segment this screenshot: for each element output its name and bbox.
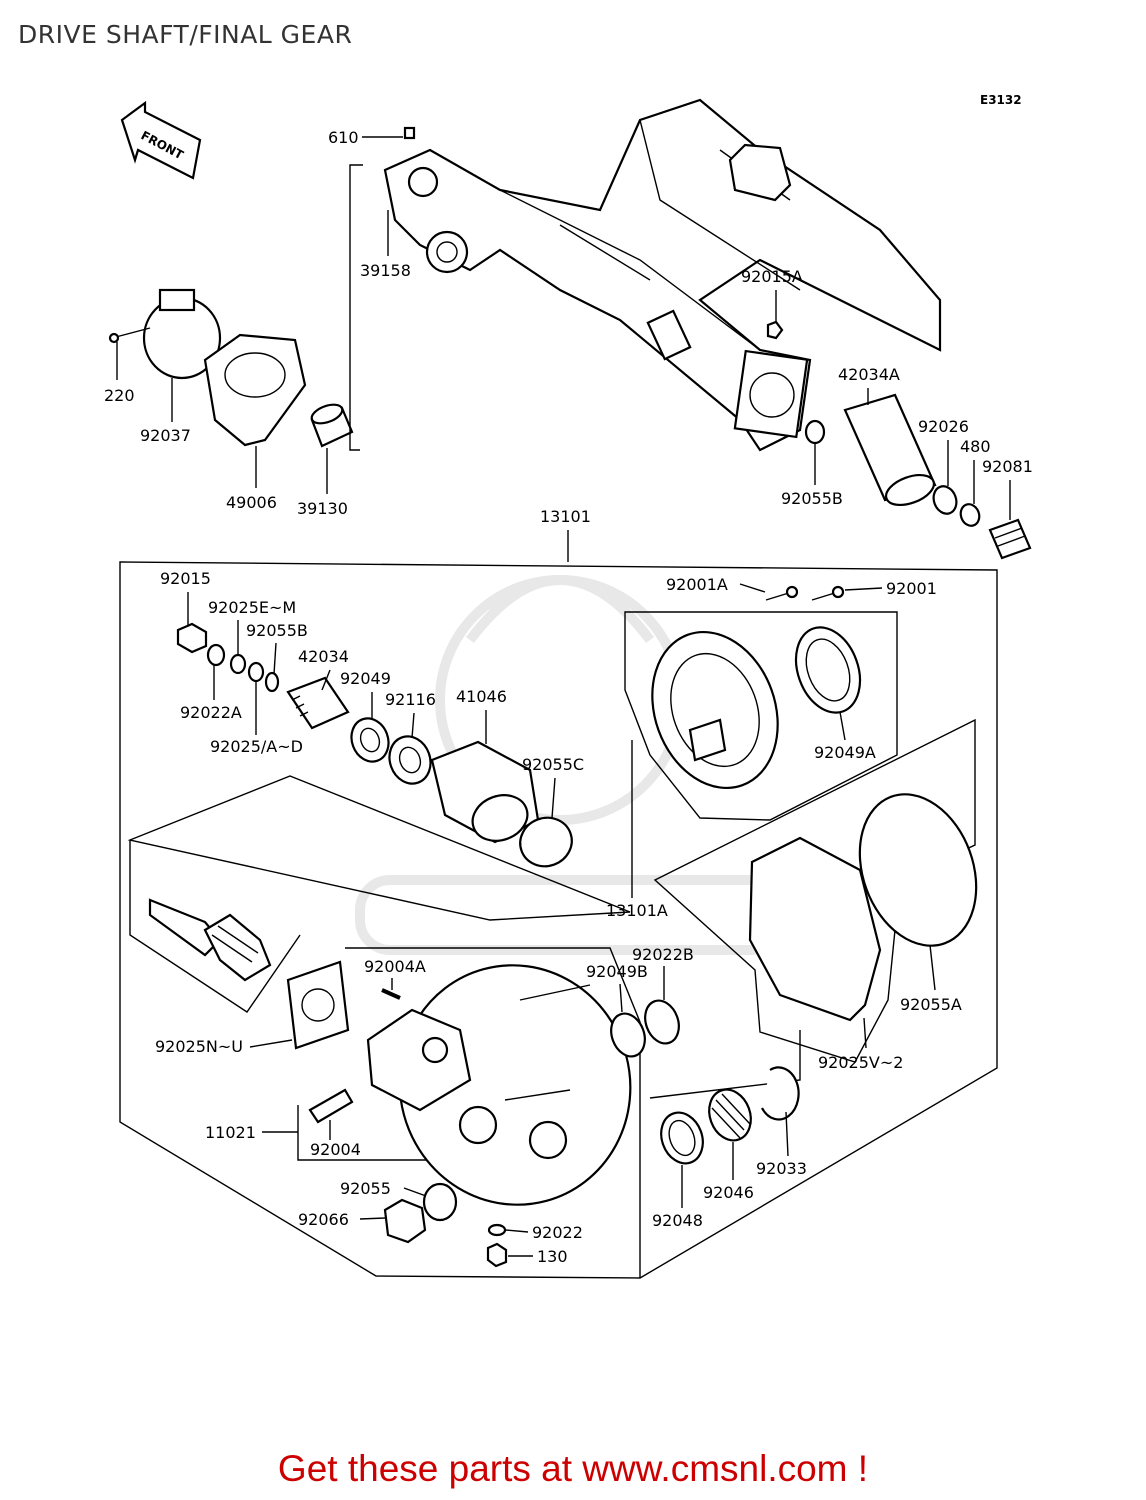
part-92081-spring	[988, 518, 1032, 560]
label-92081: 92081	[982, 457, 1033, 476]
case-box-left	[297, 1105, 460, 1161]
drive-pinion-shaft	[148, 898, 272, 982]
label-13101A: 13101A	[606, 901, 668, 920]
part-92046-needle-bearing	[708, 1088, 752, 1142]
part-480-ring	[959, 503, 981, 527]
pinion-box-outline	[127, 775, 631, 921]
label-92049B: 92049B	[586, 962, 648, 981]
part-92026-washer	[932, 485, 958, 515]
label-92001: 92001	[886, 579, 937, 598]
part-92033-circlip	[761, 1066, 800, 1121]
pinion-box-side	[129, 840, 301, 1013]
label-92001A: 92001A	[666, 575, 728, 594]
part-39130-bushing	[310, 403, 354, 448]
label-41046: 41046	[456, 687, 507, 706]
label-92025V2: 92025V~2	[818, 1053, 903, 1072]
part-92049A-oil-seal	[794, 626, 862, 714]
label-92033: 92033	[756, 1159, 807, 1178]
part-92015A-nut	[766, 320, 784, 340]
part-220-screw	[108, 327, 151, 344]
label-49006: 49006	[226, 493, 277, 512]
part-610-grease-nipple	[403, 126, 416, 140]
bearing-box	[649, 1030, 801, 1099]
part-92022B-shim	[644, 999, 680, 1045]
part-92116-bearing	[388, 735, 432, 785]
label-610: 610	[328, 128, 359, 147]
label-92055C: 92055C	[522, 755, 584, 774]
part-92049-oil-seal	[350, 717, 390, 763]
label-92022B: 92022B	[632, 945, 694, 964]
part-92025EM-shim	[229, 653, 247, 675]
part-130-bolt	[486, 1242, 508, 1268]
part-92022A-washer	[206, 643, 226, 667]
exploded-parts-diagram: E3132 FRONT	[104, 93, 1033, 1279]
page-title: DRIVE SHAFT/FINAL GEAR	[18, 20, 353, 49]
label-92022: 92022	[532, 1223, 583, 1242]
label-92025EM: 92025E~M	[208, 598, 296, 617]
part-92025V2-gasket	[748, 836, 882, 1022]
case-box-top	[345, 947, 641, 1278]
label-92037: 92037	[140, 426, 191, 445]
part-92037-boot-band	[142, 288, 222, 380]
part-92049B-oil-seal	[610, 1012, 646, 1058]
cover-box	[653, 718, 976, 1063]
label-92046: 92046	[703, 1183, 754, 1202]
promo-link-text[interactable]: Get these parts at www.cmsnl.com !	[277, 1448, 869, 1489]
label-92055B-upper: 92055B	[781, 489, 843, 508]
label-92066: 92066	[298, 1210, 349, 1229]
part-11021-gear-case	[366, 964, 632, 1206]
part-92055B-oring	[264, 671, 280, 693]
part-92055-oring	[422, 1182, 458, 1222]
label-92049A: 92049A	[814, 743, 876, 762]
part-42034-coupling	[286, 676, 350, 730]
label-92015: 92015	[160, 569, 211, 588]
swingarm-assembly	[383, 98, 942, 452]
part-92015-nut	[176, 622, 208, 654]
part-92004A-stud	[381, 988, 401, 1000]
label-42034A: 42034A	[838, 365, 900, 384]
label-92004A: 92004A	[364, 957, 426, 976]
label-92025NU: 92025N~U	[155, 1037, 243, 1056]
part-92048-bearing-race	[660, 1111, 704, 1165]
part-92055A-oring	[858, 793, 978, 947]
label-130: 130	[537, 1247, 568, 1266]
part-92001-bolt	[811, 585, 845, 601]
label-92049: 92049	[340, 669, 391, 688]
part-92004-stud	[308, 1088, 354, 1124]
label-39130: 39130	[297, 499, 348, 518]
part-92022-washer	[487, 1223, 507, 1237]
label-92025AD: 92025/A~D	[210, 737, 303, 756]
front-arrow-icon: FRONT	[120, 100, 202, 180]
label-92022A: 92022A	[180, 703, 242, 722]
part-92025NU-shim	[286, 960, 350, 1050]
label-13101: 13101	[540, 507, 591, 526]
label-92048: 92048	[652, 1211, 703, 1230]
label-92055B: 92055B	[246, 621, 308, 640]
part-92001A-bolt	[765, 585, 799, 601]
label-92116: 92116	[385, 690, 436, 709]
label-92026: 92026	[918, 417, 969, 436]
label-42034: 42034	[298, 647, 349, 666]
label-220: 220	[104, 386, 135, 405]
part-92055C-oring	[519, 816, 573, 868]
label-39158: 39158	[360, 261, 411, 280]
part-92066-plug	[383, 1198, 427, 1244]
ring-gear	[651, 630, 779, 790]
diagram-code: E3132	[980, 93, 1022, 107]
part-42034A-sleeve	[843, 393, 937, 507]
part-92025AD-shim	[247, 661, 265, 683]
label-92015A: 92015A	[741, 267, 803, 286]
label-92055: 92055	[340, 1179, 391, 1198]
ring-gear-box	[624, 611, 898, 821]
label-480: 480	[960, 437, 991, 456]
label-11021: 11021	[205, 1123, 256, 1142]
part-49006-boot	[203, 333, 307, 447]
label-92055A: 92055A	[900, 995, 962, 1014]
label-92004: 92004	[310, 1140, 361, 1159]
part-92055B-oring-upper	[804, 419, 826, 445]
